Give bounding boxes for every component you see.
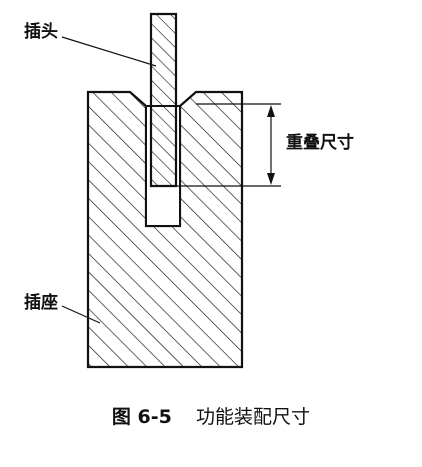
plug-blade (149, 12, 178, 188)
overlap-dimension-label: 重叠尺寸 (286, 133, 354, 153)
figure-caption: 图 6-5 功能装配尺寸 (0, 402, 422, 429)
plug-label: 插头 (24, 22, 58, 42)
figure-number: 图 6-5 (111, 406, 172, 428)
plug-leader-line (61, 36, 157, 67)
figure-title: 功能装配尺寸 (196, 406, 311, 428)
socket-leader-line (61, 305, 101, 324)
socket-label: 插座 (24, 293, 58, 313)
dimension-arrow-bottom (267, 173, 275, 185)
dimension-arrow-top (267, 105, 275, 117)
